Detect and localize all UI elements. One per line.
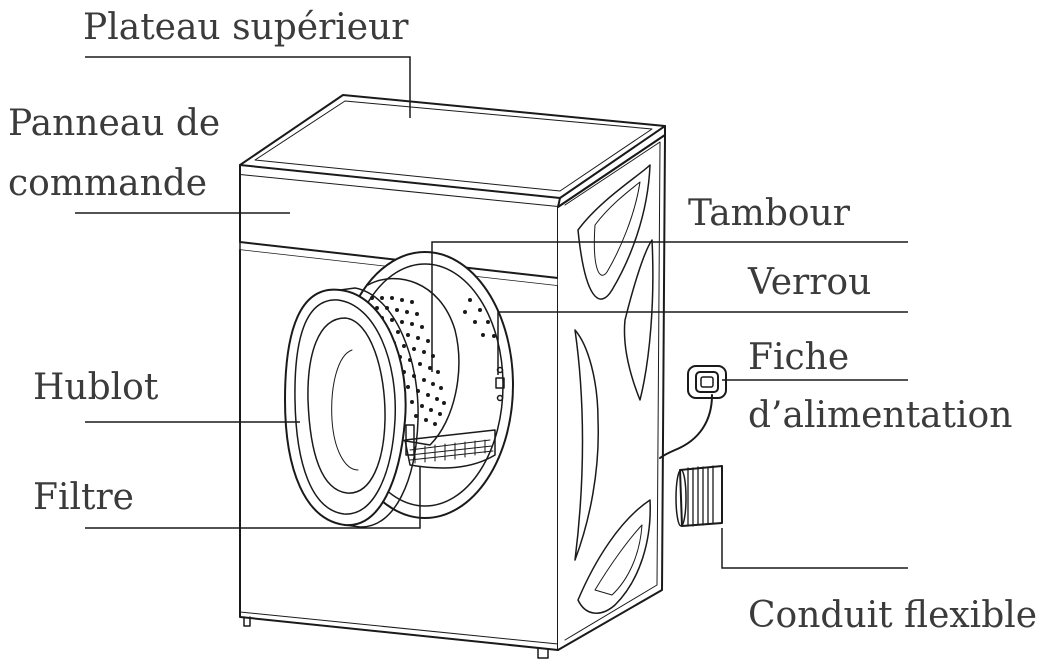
leader-hose <box>721 528 908 569</box>
power-plug <box>659 365 727 459</box>
label-porthole: Hublot <box>33 367 159 408</box>
porthole-door <box>284 287 419 528</box>
label-lock: Verrou <box>748 262 872 303</box>
flexible-hose <box>675 465 723 527</box>
label-drum: Tambour <box>688 193 850 234</box>
leader-lock <box>497 311 908 375</box>
label-hose: Conduit flexible <box>748 595 1037 636</box>
label-filter: Filtre <box>33 477 134 518</box>
label-top-plate: Plateau supérieur <box>83 7 409 48</box>
leader-top-plate <box>85 56 411 118</box>
label-plug-line2: d’alimentation <box>748 395 1013 436</box>
label-control-panel-line2: commande <box>8 163 208 204</box>
side-panel <box>557 134 666 651</box>
leader-filter <box>85 466 421 529</box>
filter-grille <box>409 439 494 464</box>
leader-drum <box>431 241 908 372</box>
label-control-panel-line1: Panneau de <box>8 103 221 144</box>
label-plug-line1: Fiche <box>748 337 850 378</box>
